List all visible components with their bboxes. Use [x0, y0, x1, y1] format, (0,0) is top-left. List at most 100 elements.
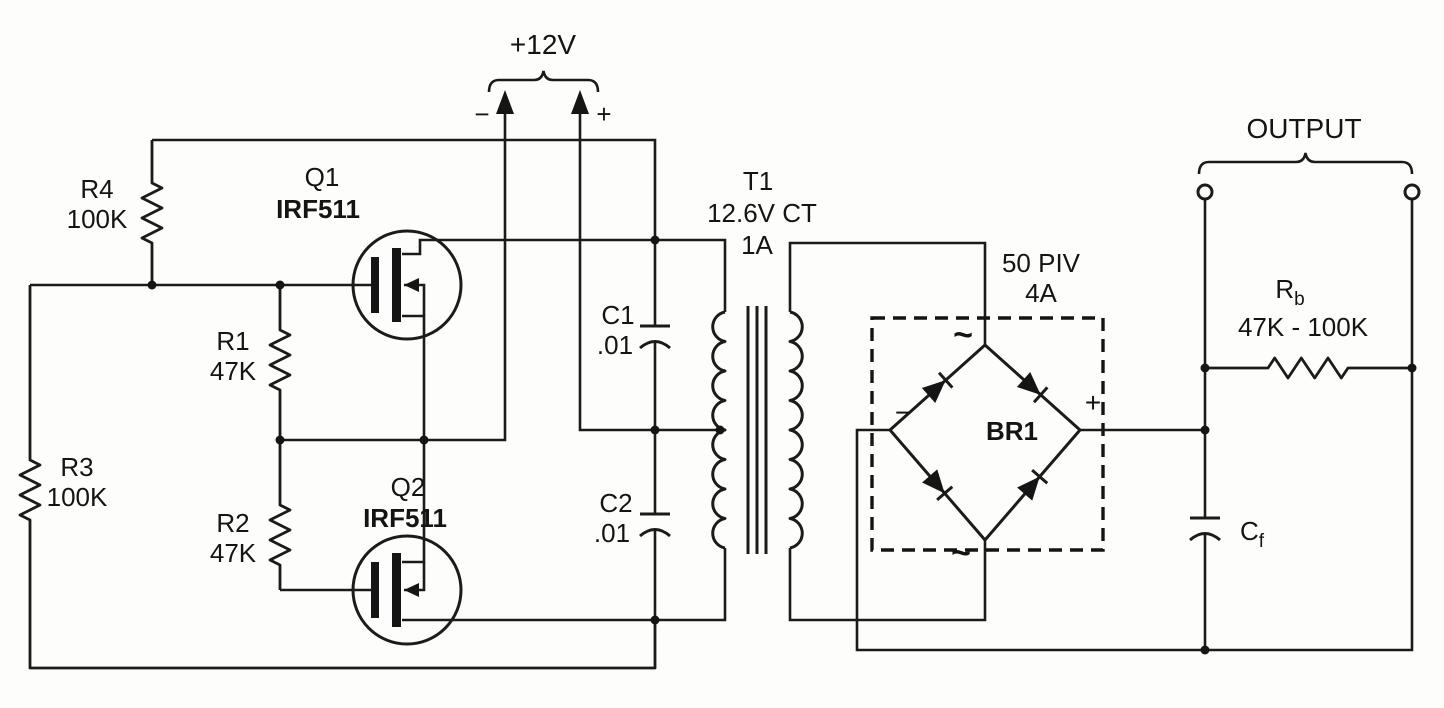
- label-output: OUTPUT: [1246, 113, 1361, 144]
- t1-primary-winding: [711, 310, 727, 550]
- wire-q2-drain-to-primary-bottom: [402, 548, 727, 622]
- junction-dot: [650, 235, 660, 245]
- junction-dot: [650, 615, 660, 625]
- diode-bottom-left: [922, 469, 954, 501]
- junction-dot: [1200, 425, 1210, 435]
- label-br1-plus: +: [1085, 387, 1101, 418]
- c2-plate-bottom: [639, 528, 671, 538]
- q1-body-circle: [351, 229, 463, 341]
- q1-source-arrow-icon: [404, 278, 419, 292]
- label-r1-ref: R1: [216, 326, 249, 356]
- transformer-t1: [711, 306, 804, 554]
- diode-triangle-icon: [1016, 372, 1041, 395]
- c1-plate-bottom: [639, 340, 671, 350]
- q1-channel-bar: [392, 248, 401, 322]
- cf-plate-bottom: [1189, 532, 1221, 542]
- junction-dot: [419, 435, 429, 445]
- label-r3-value: 100K: [47, 482, 108, 512]
- resistor-r1: [268, 285, 292, 440]
- resistor-r4: [140, 140, 164, 285]
- diode-top-right: [1016, 372, 1049, 404]
- q2-body-circle: [351, 534, 463, 646]
- label-rb-ref: Rb: [1275, 274, 1304, 310]
- diode-triangle-icon: [921, 380, 946, 403]
- labels: +12V − + Q1 IRF511 Q2 IRF511 R4 100K R1 …: [47, 29, 1369, 572]
- br1-dashed-outline: [870, 316, 1105, 552]
- q2-channel-bar: [392, 553, 401, 627]
- label-br1-ac-top: ~: [953, 316, 973, 354]
- minus-arrowhead-icon: [496, 90, 514, 114]
- label-r4-ref: R4: [80, 174, 113, 204]
- label-t1-spec: 12.6V CT: [707, 198, 817, 228]
- label-br1-minus: −: [895, 397, 911, 428]
- label-c1-value: .01: [597, 330, 633, 360]
- label-r3-ref: R3: [60, 452, 93, 482]
- power-supply-input: [487, 70, 600, 114]
- q1-gate-bar: [371, 257, 379, 313]
- label-supply-plus: +: [596, 99, 611, 129]
- label-br1-current: 4A: [1025, 278, 1057, 308]
- resistor-rb-zigzag: [1205, 356, 1412, 380]
- junction-dot: [275, 280, 285, 290]
- label-cf-ref: Cf: [1240, 516, 1265, 552]
- output-terminals: [1196, 152, 1421, 201]
- label-supply-voltage: +12V: [510, 29, 576, 60]
- label-r2-value: 47K: [210, 538, 257, 568]
- q2-gate-bar: [371, 562, 379, 618]
- supply-brace: [487, 70, 600, 93]
- junction-dots: [147, 235, 1417, 655]
- wire-secondary-bottom-to-bridge: [788, 540, 987, 622]
- wire-q1-drain-to-primary-top: [402, 238, 727, 312]
- diode-top-left: [921, 371, 954, 403]
- label-br1-ref: BR1: [986, 416, 1038, 446]
- resistor-r3: [18, 285, 657, 670]
- output-brace: [1197, 152, 1414, 175]
- diode-bar-icon: [1032, 386, 1049, 404]
- resistor-r2-zigzag: [268, 440, 292, 590]
- resistor-r3-zigzag: [18, 285, 657, 670]
- label-q2-part: IRF511: [363, 503, 447, 533]
- label-q1-ref: Q1: [305, 162, 340, 192]
- resistor-r1-zigzag: [268, 285, 292, 440]
- wire-common-to-minus-arrow: [280, 104, 507, 442]
- label-q1-part: IRF511: [276, 194, 360, 224]
- diode-triangle-icon: [922, 469, 945, 494]
- output-terminal-right: [1403, 183, 1421, 201]
- junction-dot: [1200, 363, 1210, 373]
- mosfet-q1: [351, 229, 463, 341]
- label-r4-value: 100K: [67, 204, 128, 234]
- wire-top-rail-to-c1: [152, 138, 657, 326]
- diode-bar-icon: [936, 485, 954, 501]
- junction-dot: [275, 435, 285, 445]
- resistor-r2: [268, 440, 292, 590]
- label-c2-value: .01: [594, 518, 630, 548]
- capacitor-c1: [639, 324, 671, 350]
- wire-bridge-minus-to-output-right: [855, 199, 1414, 652]
- wires: [30, 104, 1414, 652]
- label-supply-minus: −: [474, 99, 489, 129]
- label-r2-ref: R2: [216, 508, 249, 538]
- t1-secondary-winding: [788, 310, 804, 550]
- diode-bottom-right: [1017, 469, 1049, 501]
- filter-capacitor-cf: [1189, 516, 1221, 542]
- q2-source-arrow-icon: [404, 583, 419, 597]
- junction-dot: [1407, 363, 1417, 373]
- wire-q1-source: [402, 314, 426, 440]
- label-rb-value: 47K - 100K: [1238, 312, 1369, 342]
- label-t1-ref: T1: [743, 166, 773, 196]
- label-br1-ac-bottom: ~: [951, 534, 971, 572]
- label-q2-ref: Q2: [391, 472, 426, 502]
- wire-secondary-top-to-bridge: [788, 241, 987, 345]
- diode-bar-icon: [1031, 469, 1049, 485]
- diode-bar-icon: [937, 371, 954, 389]
- label-c2-ref: C2: [599, 488, 632, 518]
- label-c1-ref: C1: [601, 300, 634, 330]
- bleeder-resistor-rb: [1205, 356, 1412, 380]
- wire-center-tap-to-plus-arrow: [578, 104, 723, 432]
- br1-diamond: [888, 343, 1082, 542]
- junction-dot: [650, 425, 660, 435]
- junction-dot: [147, 280, 157, 290]
- plus-arrowhead-icon: [571, 90, 589, 114]
